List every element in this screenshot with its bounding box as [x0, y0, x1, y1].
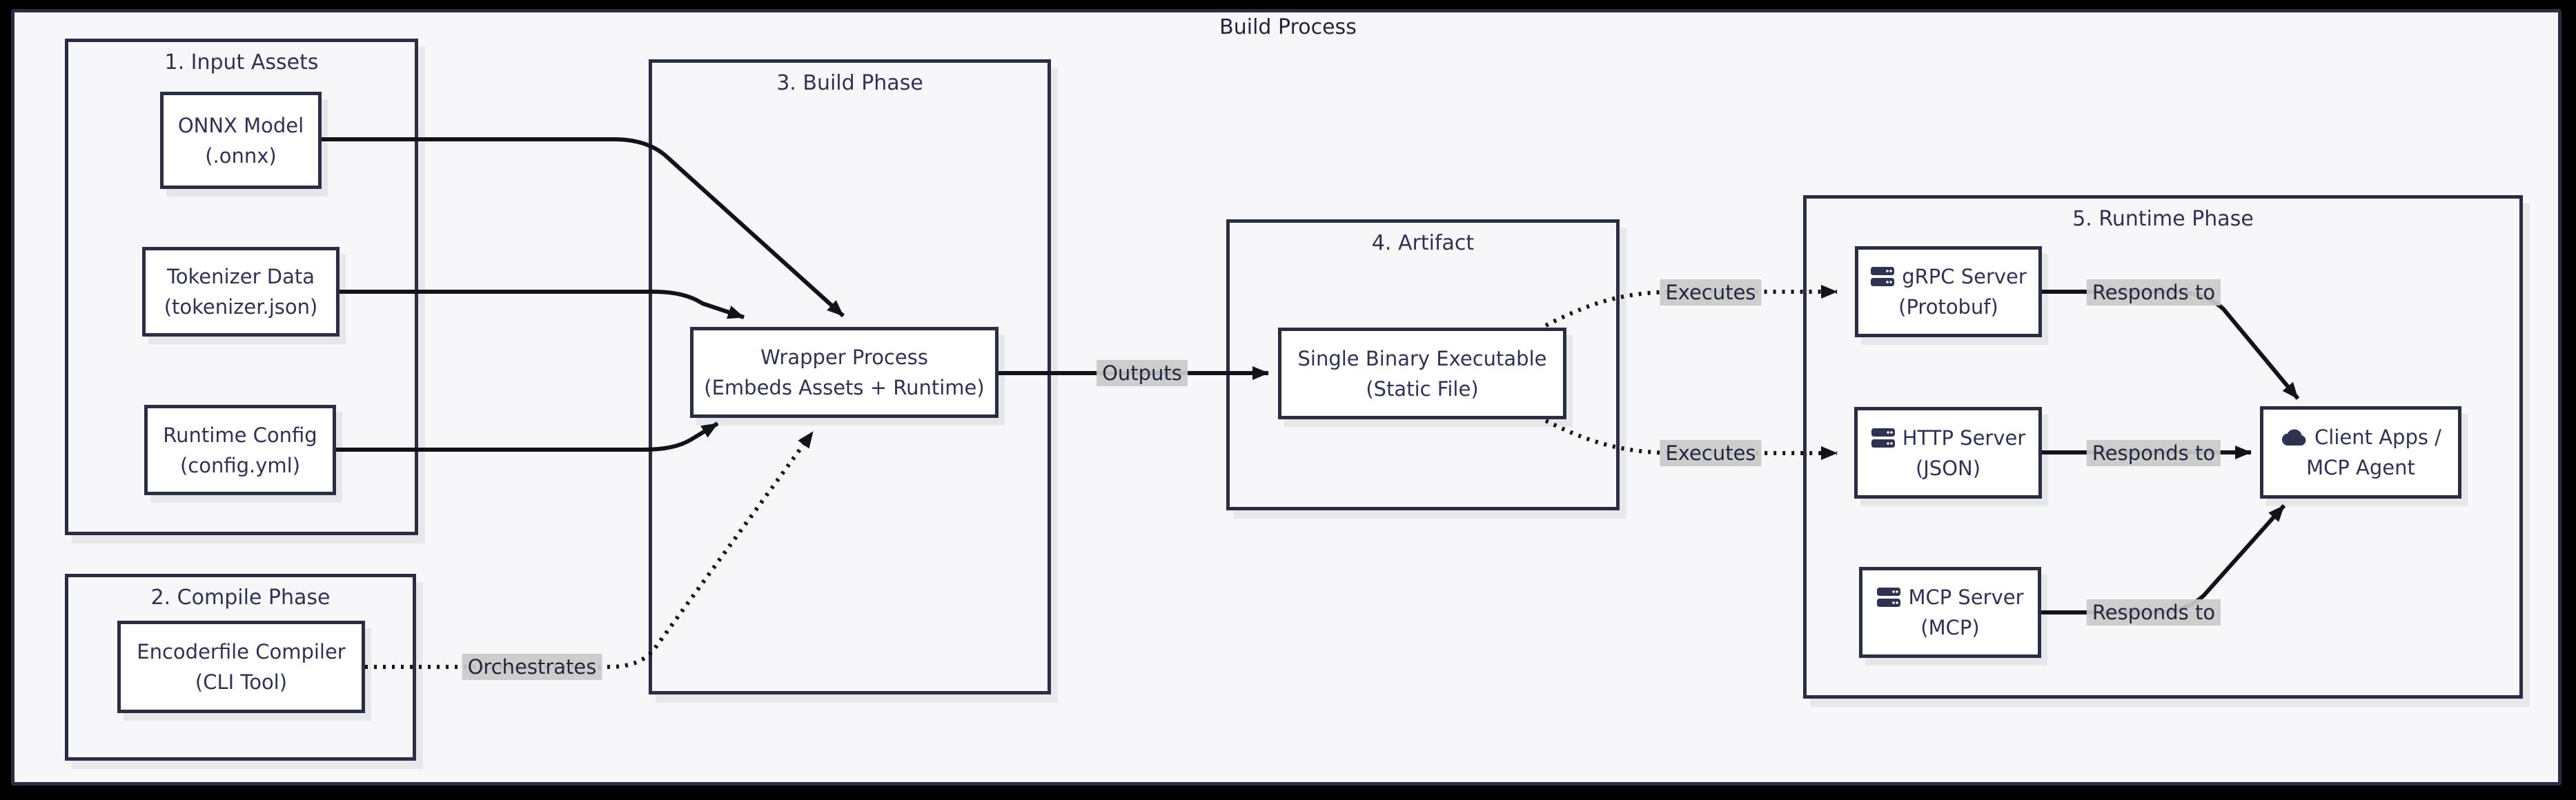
node-sublabel: (tokenizer.json) [164, 295, 318, 319]
node-tokenizer-data: Tokenizer Data (tokenizer.json) [142, 247, 340, 337]
edge-label-responds-mcp: Responds to [2086, 599, 2221, 626]
server-icon [1876, 586, 1901, 609]
edge-label-responds-grpc: Responds to [2086, 279, 2221, 306]
node-grpc-server: gRPC Server (Protobuf) [1855, 246, 2042, 337]
container-build-phase: 3. Build Phase [649, 59, 1051, 694]
node-label: gRPC Server [1902, 265, 2027, 288]
node-sublabel: (JSON) [1915, 456, 1981, 480]
container-title: 3. Build Phase [776, 71, 923, 95]
node-label: Tokenizer Data [166, 265, 315, 288]
edge-label-orchestrates: Orchestrates [462, 654, 602, 680]
node-label: HTTP Server [1902, 426, 2026, 450]
container-title: 5. Runtime Phase [2072, 207, 2254, 231]
edge-label-executes-grpc: Executes [1660, 279, 1762, 306]
node-sublabel: (CLI Tool) [195, 670, 288, 694]
node-client-apps: Client Apps / MCP Agent [2260, 406, 2461, 499]
container-artifact: 4. Artifact [1226, 219, 1620, 510]
diagram-title: Build Process [1219, 15, 1357, 39]
node-single-binary-executable: Single Binary Executable (Static File) [1278, 328, 1566, 419]
container-title: 2. Compile Phase [150, 586, 331, 610]
node-onnx-model: ONNX Model (.onnx) [160, 92, 322, 189]
node-label: MCP Server [1908, 586, 2024, 609]
server-icon [1870, 265, 1895, 288]
node-runtime-config: Runtime Config (config.yml) [144, 405, 336, 495]
cloud-icon [2280, 427, 2308, 448]
node-sublabel: MCP Agent [2306, 456, 2415, 479]
node-sublabel: (config.yml) [179, 453, 301, 477]
node-wrapper-process: Wrapper Process (Embeds Assets + Runtime… [690, 327, 999, 418]
node-http-server: HTTP Server (JSON) [1854, 407, 2042, 499]
node-label: ONNX Model [177, 113, 304, 137]
edge-label-responds-http: Responds to [2086, 440, 2221, 466]
node-sublabel: (Static File) [1366, 377, 1479, 401]
node-mcp-server: MCP Server (MCP) [1859, 567, 2041, 658]
edge-label-outputs: Outputs [1097, 360, 1188, 386]
node-label: Single Binary Executable [1297, 346, 1547, 370]
node-label: Wrapper Process [760, 346, 928, 369]
node-label: Runtime Config [163, 423, 317, 447]
server-icon [1871, 426, 1896, 450]
node-label: Client Apps / [2314, 426, 2441, 449]
container-title: 4. Artifact [1371, 231, 1475, 255]
node-label: Encoderfile Compiler [137, 640, 346, 663]
node-encoderfile-compiler: Encoderfile Compiler (CLI Tool) [117, 621, 365, 713]
container-title: 1. Input Assets [164, 50, 319, 74]
node-sublabel: (.onnx) [205, 143, 277, 168]
edge-label-executes-http: Executes [1660, 440, 1762, 466]
node-sublabel: (MCP) [1920, 616, 1980, 639]
node-sublabel: (Embeds Assets + Runtime) [704, 376, 985, 399]
node-sublabel: (Protobuf) [1898, 295, 1998, 319]
